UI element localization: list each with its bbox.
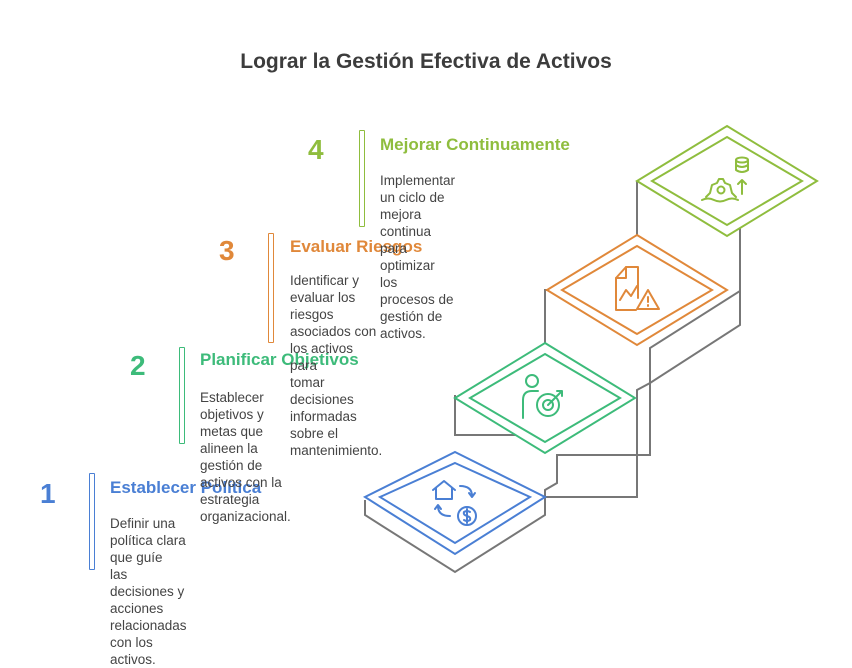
step-3-line-3: tomar decisiones informadas	[290, 375, 357, 424]
step-3-line-4: sobre el mantenimiento.	[290, 426, 383, 458]
step-2-number: 2	[130, 350, 146, 381]
step-2-heading: Planificar Objetivos	[200, 350, 359, 369]
step-4-line-2: continua para optimizar los	[380, 224, 435, 290]
step-1-line-1: Definir una política clara que guíe	[110, 516, 186, 565]
step-1-line-3: relacionadas con los activos.	[110, 618, 187, 667]
step-2-line-2: alineen la gestión de activos con la	[200, 441, 282, 490]
stair-outline-right	[544, 291, 741, 497]
step-1-line-2: las decisiones y acciones	[110, 567, 185, 616]
tile-step-4	[635, 124, 819, 238]
step-2-accent-bar	[179, 347, 185, 444]
stair-outline-left	[364, 180, 741, 574]
step-1-description: Definir una política clara que guíe las …	[110, 515, 187, 668]
step-1-number: 1	[40, 478, 56, 509]
step-4-number: 4	[308, 134, 324, 165]
step-3-line-2: asociados con los activos para	[290, 324, 377, 373]
step-2-description: Establecer objetivos y metas que alineen…	[200, 389, 291, 525]
gear-database-upgrade-icon	[701, 156, 749, 203]
house-money-exchange-icon	[432, 480, 477, 526]
step-3-accent-bar	[268, 233, 274, 343]
step-3-description: Identificar y evaluar los riesgos asocia…	[290, 272, 382, 459]
step-4-heading: Mejorar Continuamente	[380, 135, 570, 154]
diagram-title: Lograr la Gestión Efectiva de Activos	[240, 50, 612, 73]
step-4-accent-bar	[359, 130, 365, 227]
tile-step-2	[453, 341, 637, 455]
person-target-icon	[522, 374, 563, 419]
step-4-line-3: procesos de gestión de activos.	[380, 292, 454, 341]
step-2-line-3: estrategia organizacional.	[200, 492, 291, 524]
step-4-description: Implementar un ciclo de mejora continua …	[380, 172, 455, 342]
step-1-accent-bar	[89, 473, 95, 570]
step-3-heading: Evaluar Riesgos	[290, 237, 423, 256]
step-2-line-1: Establecer objetivos y metas que	[200, 390, 264, 439]
chart-warning-icon	[615, 266, 660, 311]
staircase-graphic	[362, 124, 819, 574]
tile-step-1	[362, 450, 548, 556]
step-4-line-1: Implementar un ciclo de mejora	[380, 173, 456, 222]
step-1-heading: Establecer Política	[110, 478, 262, 497]
step-3-line-1: Identificar y evaluar los riesgos	[290, 273, 360, 322]
step-3-number: 3	[219, 235, 235, 266]
